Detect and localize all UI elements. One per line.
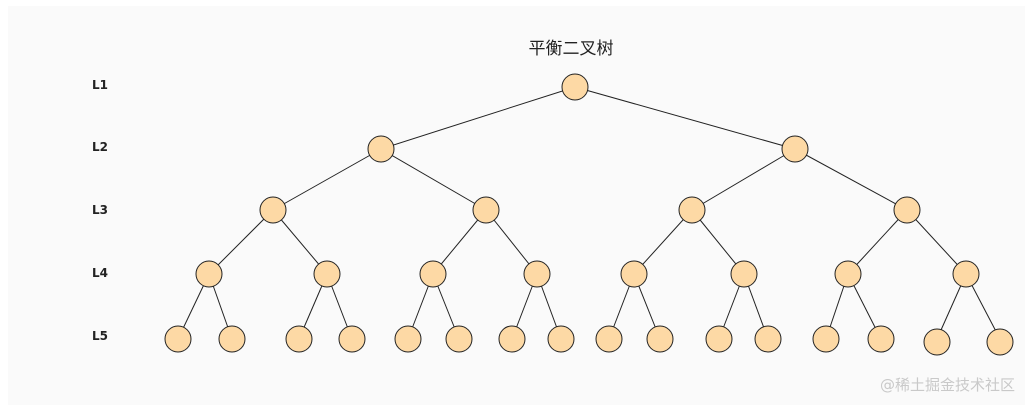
tree-node-l5	[754, 325, 782, 353]
level-label-l1: L1	[92, 78, 108, 92]
tree-node-l5	[394, 325, 422, 353]
tree-node-l5	[812, 325, 840, 353]
tree-edge	[633, 209, 693, 275]
tree-node-l5	[705, 325, 733, 353]
watermark-text: @稀土掘金技术社区	[879, 376, 1015, 394]
tree-node-l5	[285, 325, 313, 353]
tree-edge	[574, 86, 796, 150]
tree-edge	[380, 148, 487, 211]
level-label-l3: L3	[92, 203, 108, 217]
tree-edge	[380, 86, 576, 150]
tree-node-l1	[561, 73, 589, 101]
tree-node-l5	[867, 325, 895, 353]
diagram-title: 平衡二叉树	[529, 39, 614, 59]
tree-node-l5	[218, 325, 246, 353]
tree-node-l5	[595, 325, 623, 353]
tree-node-l4	[195, 260, 223, 288]
level-label-l4: L4	[92, 266, 108, 280]
tree-node-l4	[419, 260, 447, 288]
tree-edge	[432, 209, 487, 275]
tree-edge	[691, 148, 796, 211]
tree-node-l4	[730, 260, 758, 288]
tree-node-l5	[445, 325, 473, 353]
tree-edge	[485, 209, 538, 275]
tree-node-l4	[834, 260, 862, 288]
tree-node-l3	[472, 196, 500, 224]
tree-edge	[272, 209, 328, 275]
tree-node-l2	[781, 135, 809, 163]
tree-edge	[906, 209, 967, 275]
tree-node-l5	[498, 325, 526, 353]
tree-edge	[272, 148, 382, 211]
tree-node-l4	[313, 260, 341, 288]
tree-nodes	[164, 73, 1014, 356]
tree-node-l5	[164, 325, 192, 353]
tree-node-l4	[620, 260, 648, 288]
tree-node-l5	[646, 325, 674, 353]
tree-node-l5	[547, 325, 575, 353]
level-label-l5: L5	[92, 329, 108, 343]
tree-node-l4	[952, 260, 980, 288]
tree-edge	[208, 209, 274, 275]
tree-edges	[177, 86, 1001, 340]
tree-edge	[691, 209, 745, 275]
tree-edge	[794, 148, 908, 211]
tree-node-l5	[338, 325, 366, 353]
tree-node-l3	[678, 196, 706, 224]
tree-node-l5	[986, 328, 1014, 356]
tree-node-l3	[893, 196, 921, 224]
tree-node-l4	[523, 260, 551, 288]
tree-node-l2	[367, 135, 395, 163]
tree-node-l3	[259, 196, 287, 224]
tree-node-l5	[923, 328, 951, 356]
level-label-l2: L2	[92, 140, 108, 154]
tree-edge	[847, 209, 908, 275]
